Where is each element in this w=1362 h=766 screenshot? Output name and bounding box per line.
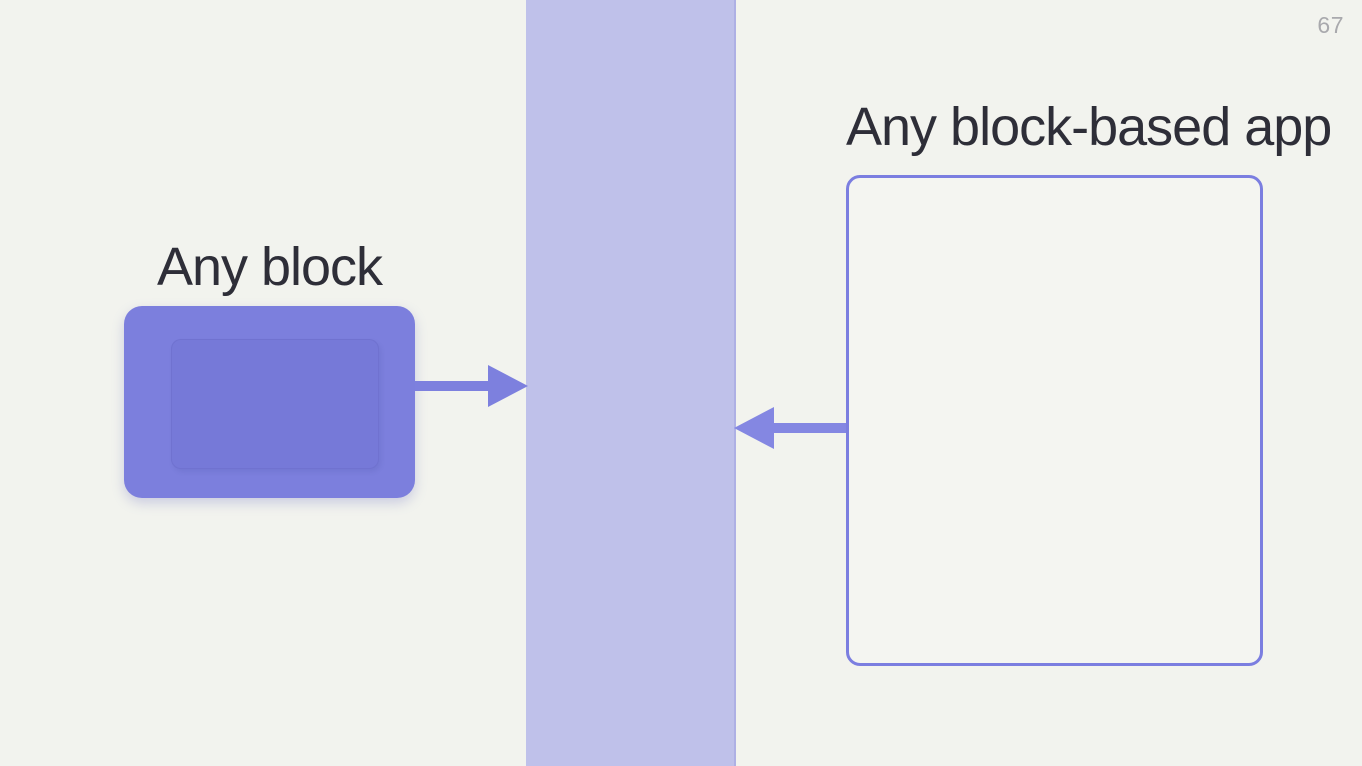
- arrow-right-head: [488, 365, 528, 407]
- any-block-based-app-label: Any block-based app: [846, 97, 1332, 157]
- app-outline-shape: [846, 175, 1263, 666]
- arrow-left-shaft: [768, 423, 846, 433]
- integration-band: [526, 0, 736, 766]
- any-block-shape: [124, 306, 415, 498]
- arrow-left-head: [734, 407, 774, 449]
- block-inner-shape: [171, 339, 379, 469]
- page-number: 67: [1317, 12, 1344, 38]
- arrow-right-shaft: [415, 381, 495, 391]
- any-block-label: Any block: [156, 237, 383, 297]
